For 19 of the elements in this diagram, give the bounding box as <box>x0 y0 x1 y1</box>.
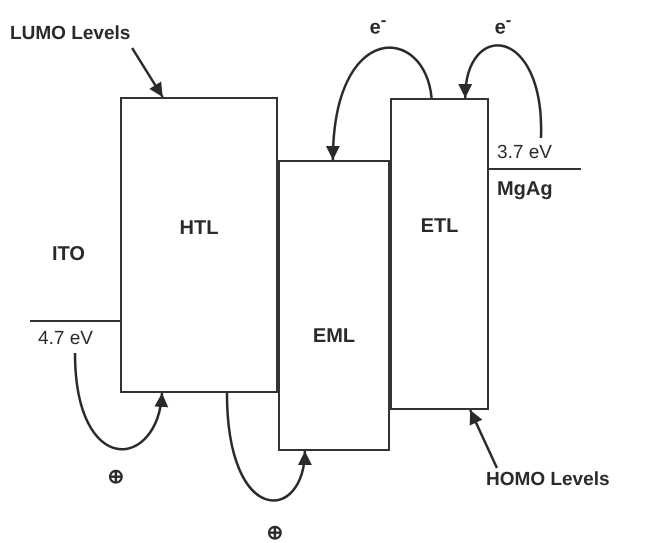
callout-label: LUMO Levels <box>10 22 175 48</box>
edge-label: ⊕ <box>266 522 284 543</box>
edge-label: e$^{-}$ <box>370 10 386 38</box>
electrode-label: MgAg <box>497 178 553 200</box>
layer-box: ETL <box>390 98 489 410</box>
energy-value: 4.7 eV <box>38 328 93 350</box>
edge-label: e$^{-}$ <box>494 10 512 38</box>
leader-line <box>469 409 498 469</box>
leader-line <box>131 47 164 98</box>
curved-arrow <box>74 352 167 450</box>
energy-value: 3.7 eV <box>497 142 552 164</box>
curved-arrow <box>459 44 542 138</box>
edge-label: ⊕ <box>108 466 124 488</box>
callout-label: HOMO Levels <box>486 468 654 494</box>
curved-arrow <box>226 392 311 502</box>
electrode-label: ITO <box>52 243 85 265</box>
curved-arrow <box>326 46 433 160</box>
layer-box: HTL <box>120 97 278 393</box>
layer-box: EML <box>278 160 390 451</box>
